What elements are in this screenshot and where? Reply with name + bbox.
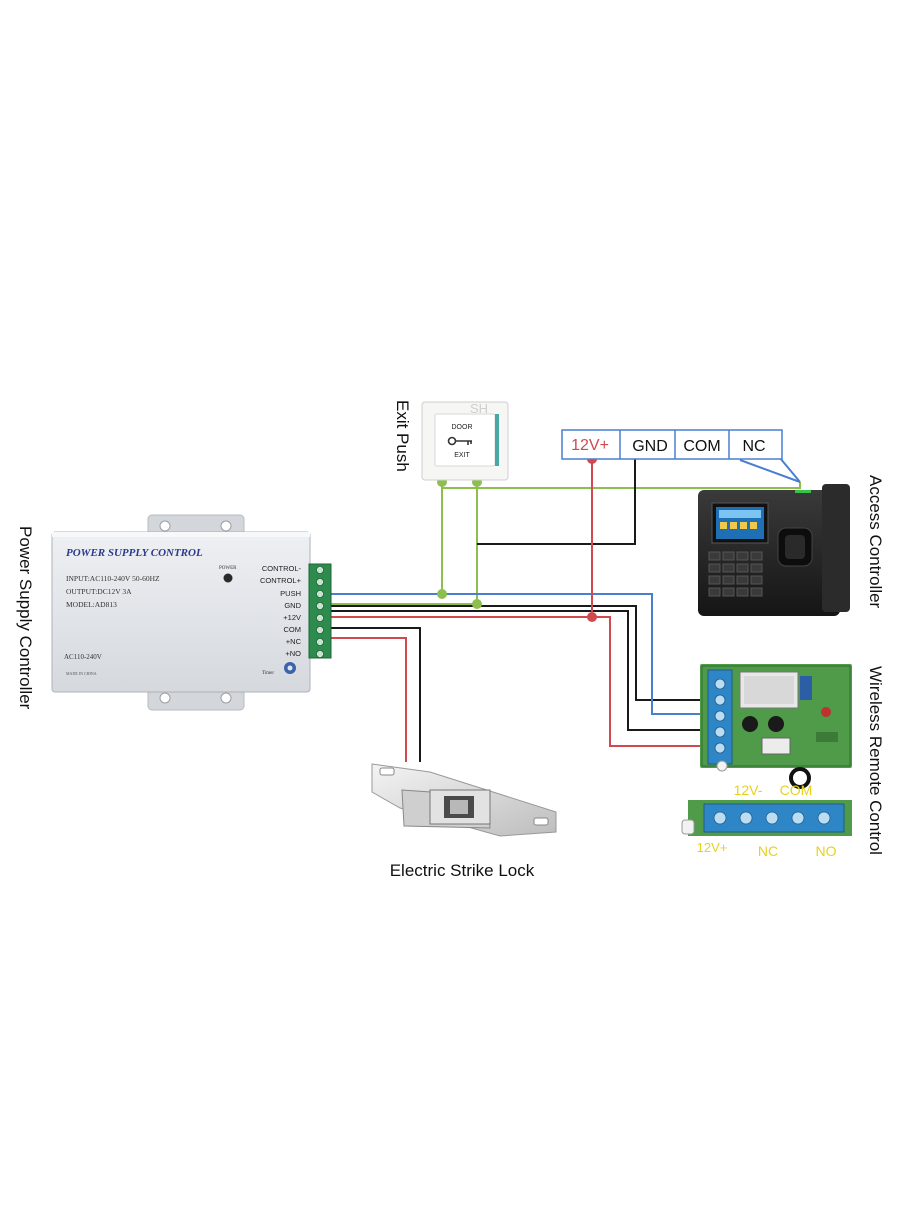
terminal-label: +12V: [283, 613, 301, 622]
label-electric-strike-lock: Electric Strike Lock: [390, 861, 535, 880]
remote-board-terminal-block: [707, 669, 733, 765]
blue-wires: [330, 457, 801, 715]
access-terminal-com: COM: [683, 438, 720, 455]
psu-power-label: POWER: [219, 566, 237, 571]
power-led: [223, 573, 233, 583]
psu-made-label: MADE IN CHINA: [66, 671, 97, 676]
exit-button-door-text: DOOR: [452, 424, 473, 431]
wireless-remote-board: [700, 664, 852, 789]
psu-input: INPUT:AC110-240V 50-60HZ: [66, 574, 160, 583]
wires: [330, 454, 801, 762]
remote-label-12v-plus: 12V+: [697, 840, 728, 855]
psu-output: OUTPUT:DC12V 3A: [66, 587, 132, 596]
terminal-label: +NO: [285, 649, 301, 658]
psu-title: POWER SUPPLY CONTROL: [66, 547, 203, 559]
key-icon: [447, 436, 472, 446]
remote-label-nc: NC: [758, 843, 778, 859]
label-exit-push: Exit Push: [393, 400, 412, 472]
terminal-label: CONTROL+: [260, 576, 302, 585]
white-led: [716, 760, 728, 772]
label-power-supply-controller: Power Supply Controller: [16, 526, 35, 710]
exit-button-exit-text: EXIT: [454, 452, 470, 459]
electric-strike-lock: [371, 763, 557, 837]
psu-terminal-block: [308, 563, 332, 659]
antenna-coil: [789, 767, 811, 789]
terminal-label: CONTROL-: [262, 564, 302, 573]
access-terminal-gnd: GND: [632, 438, 668, 455]
psu-terminal-labels: CONTROL- CONTROL+ PUSH GND +12V COM +NC …: [260, 564, 302, 658]
access-controller-device: [698, 484, 850, 616]
remote-label-no: NO: [816, 843, 837, 859]
access-terminal-12v: 12V+: [571, 437, 609, 454]
access-terminal-nc: NC: [742, 438, 765, 455]
access-terminal-strip: 12V+ GND COM NC: [561, 429, 783, 460]
exit-button: DOOR EXIT SH: [421, 401, 509, 481]
terminal-label: COM: [284, 625, 302, 634]
watermark: SH: [470, 401, 488, 416]
keypad: [708, 551, 763, 597]
black-wires: [330, 459, 715, 762]
remote-label-12v-minus: 12V-: [734, 782, 763, 798]
remote-terminal-strip: 12V- COM 12V+ NC NO: [681, 782, 852, 859]
remote-label-com: COM: [780, 782, 813, 798]
label-wireless-remote-control: Wireless Remote Control: [866, 666, 885, 855]
psu-timer-label: Timer: [262, 671, 274, 676]
terminal-label: PUSH: [280, 589, 301, 598]
terminal-label: GND: [284, 601, 301, 610]
psu-ac-label: AC110-240V: [64, 653, 102, 661]
terminal-label: +NC: [286, 637, 302, 646]
red-wires: [330, 459, 715, 762]
label-access-controller: Access Controller: [866, 475, 885, 609]
power-supply-unit: POWER SUPPLY CONTROL INPUT:AC110-240V 50…: [51, 514, 332, 711]
psu-model: MODEL:AD813: [66, 600, 117, 609]
